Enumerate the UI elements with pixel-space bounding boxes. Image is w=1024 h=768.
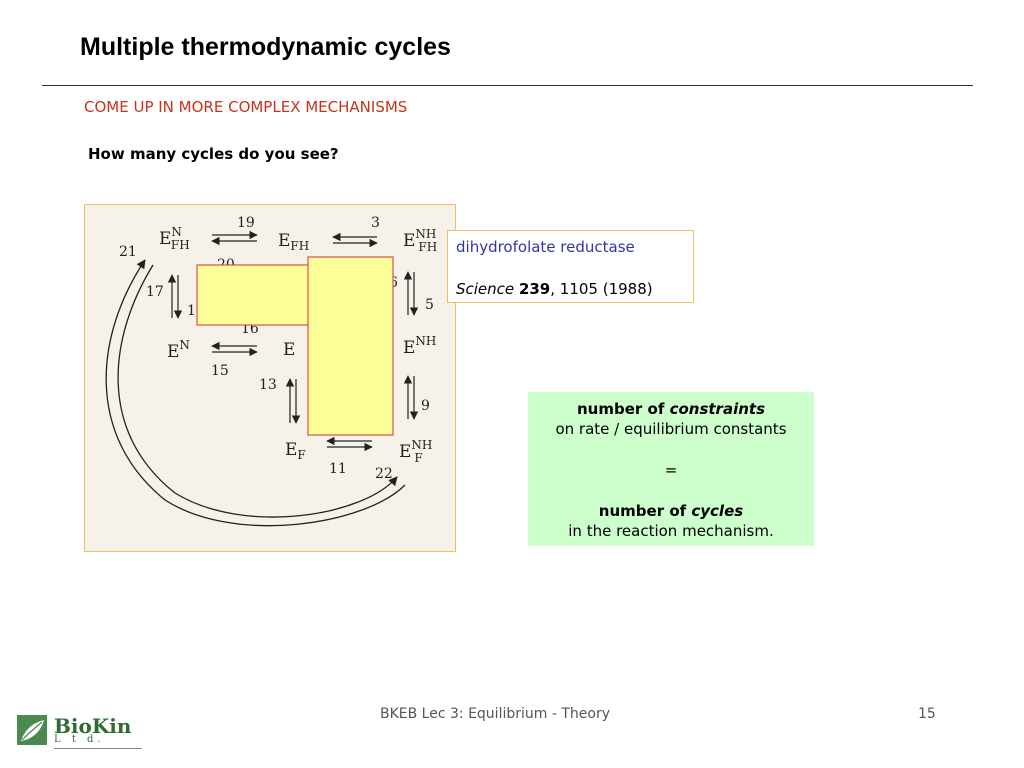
step-label: 11: [329, 461, 347, 477]
step-label: 21: [119, 244, 137, 260]
step-label: 5: [425, 297, 434, 313]
species-e: E: [283, 340, 295, 360]
species-ef: EF: [285, 440, 306, 462]
step-label: 15: [211, 363, 229, 379]
rule-line-1-bold: number of: [577, 400, 670, 418]
leaf-icon: [17, 715, 47, 745]
logo-ltd: L t d.: [54, 734, 105, 745]
step-label: 3: [371, 215, 380, 231]
rule-line-2: on rate / equilibrium constants: [555, 420, 787, 438]
species-enh: ENH: [403, 334, 436, 358]
title-divider: [42, 85, 973, 86]
constraints-rule-box: number of constraints on rate / equilibr…: [528, 392, 814, 546]
citation: Science 239, 1105 (1988): [456, 280, 653, 298]
slide-title: Multiple thermodynamic cycles: [80, 33, 451, 61]
step-label: 19: [237, 215, 255, 231]
page-number: 15: [918, 706, 936, 722]
highlight-rect-horizontal: [196, 264, 312, 326]
footer-lecture-title: BKEB Lec 3: Equilibrium - Theory: [380, 706, 610, 722]
rule-line-3-bold: number of: [598, 502, 692, 520]
highlight-rect-vertical: [307, 256, 394, 436]
step-label: 13: [259, 377, 277, 393]
vertical-step-arrows: [167, 271, 419, 424]
citation-pages-year: , 1105 (1988): [550, 280, 653, 298]
species-efh: EFH: [278, 231, 309, 253]
logo-wordmark: BioKin: [54, 714, 132, 738]
logo-underline: [54, 748, 142, 749]
rule-equals: =: [664, 461, 678, 479]
step-label: 17: [146, 284, 164, 300]
species-en: EN: [167, 338, 190, 362]
step-label: 1: [187, 303, 196, 319]
rule-line-1-italic: constraints: [669, 400, 765, 418]
biokin-logo: BioKin L t d.: [17, 714, 142, 750]
step-label: 9: [421, 398, 430, 414]
enzyme-name: dihydrofolate reductase: [456, 238, 635, 256]
step-label: 22: [375, 466, 393, 482]
slide-subtitle: COME UP IN MORE COMPLEX MECHANISMS: [84, 98, 408, 116]
cycle-arc-arrows: [105, 259, 406, 527]
rule-line-4: in the reaction mechanism.: [568, 522, 774, 540]
citation-journal: Science: [456, 280, 515, 298]
rule-line-1: number of constraints: [528, 400, 814, 418]
horizontal-step-arrows: [211, 230, 378, 452]
rule-line-3-italic: cycles: [691, 502, 744, 520]
citation-volume: 239: [518, 280, 551, 298]
slide-question: How many cycles do you see?: [88, 145, 339, 163]
rule-line-3: number of cycles: [528, 502, 814, 520]
reference-box: dihydrofolate reductase Science 239, 110…: [447, 230, 694, 303]
